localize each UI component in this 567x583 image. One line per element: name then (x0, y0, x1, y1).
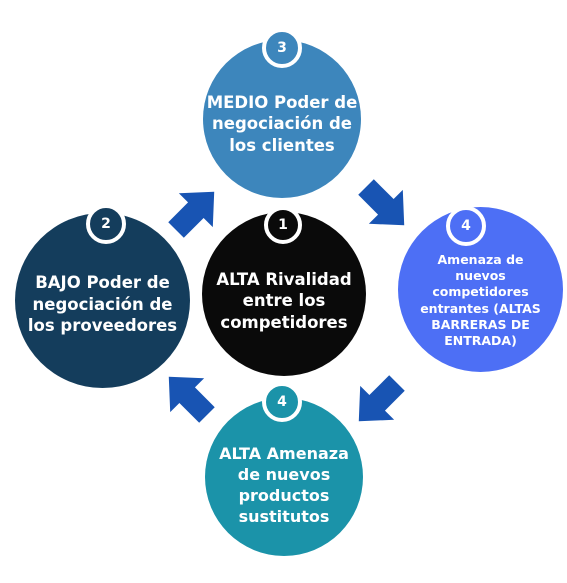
circle-right-line-6: ENTRADA) (444, 333, 517, 348)
arrow-down-left-icon (358, 375, 405, 422)
circle-bottom-line-3: productos (238, 486, 330, 505)
circle-right-line-4: entrantes (ALTAS (420, 300, 541, 316)
arrow-down-right-icon (358, 179, 405, 226)
badge-left: 2 (86, 204, 126, 244)
arrow-up-right-icon (168, 191, 215, 238)
arrow-up-left-icon (168, 376, 215, 423)
circle-bottom-line-2: de nuevos (237, 465, 331, 485)
circle-center-line-1: ALTA Rivalidad (216, 269, 352, 289)
badge-top-number: 3 (277, 40, 287, 56)
circle-center-label: ALTA Rivalidad entre los competidores (216, 269, 351, 333)
circle-top-line-1: MEDIO Poder de (206, 92, 358, 112)
circle-top-line-2: negociación de (212, 114, 352, 134)
circle-center-line-2: entre los (242, 291, 326, 311)
circle-center-rivalidad: ALTA Rivalidad entre los competidores (202, 212, 366, 376)
circle-left-line-3: los proveedores (27, 316, 178, 336)
badge-center-number: 1 (278, 217, 288, 233)
badge-left-number: 2 (101, 216, 111, 232)
circle-right-line-1: Amenaza de (437, 251, 524, 267)
badge-right: 4 (446, 206, 486, 246)
circle-bottom-line-4: sustitutos (238, 506, 330, 526)
circle-bottom-sustitutos: ALTA Amenaza de nuevos productos sustitu… (205, 398, 363, 556)
circle-right-line-2: nuevos (455, 268, 506, 283)
badge-bottom: 4 (262, 382, 302, 422)
circle-left-label: BAJO Poder de negociación de los proveed… (28, 272, 177, 336)
circle-bottom-label: ALTA Amenaza de nuevos productos sustitu… (219, 444, 349, 527)
circle-top-line-3: los clientes (229, 135, 335, 155)
circle-center-line-3: competidores (220, 312, 348, 332)
badge-top: 3 (262, 28, 302, 68)
circle-left-line-2: negociación de (32, 294, 173, 314)
circle-right-line-3: competidores (432, 284, 529, 300)
badge-center: 1 (264, 206, 302, 244)
circle-left-line-1: BAJO Poder de (35, 273, 170, 293)
badge-bottom-number: 4 (277, 394, 287, 410)
circle-right-line-5: BARRERAS DE (431, 316, 530, 332)
circle-top-label: MEDIO Poder de negociación de los client… (207, 92, 358, 156)
circle-bottom-line-1: ALTA Amenaza (219, 444, 349, 464)
badge-right-number: 4 (461, 218, 471, 234)
circle-right-label: Amenaza de nuevos competidores entrantes… (420, 252, 541, 350)
